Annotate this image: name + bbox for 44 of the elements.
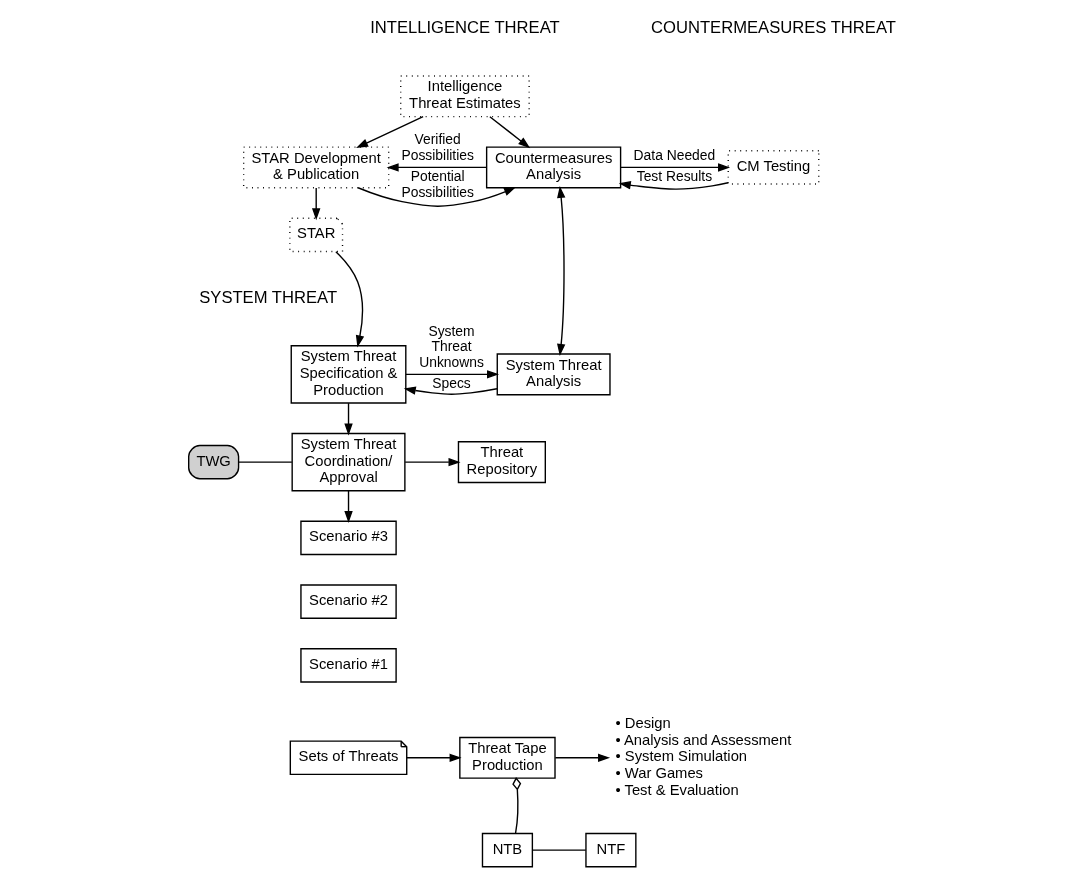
arrow: [619, 163, 730, 172]
connector: [511, 777, 521, 834]
arrow: [334, 250, 364, 348]
node-box: Scenario #1: [299, 648, 397, 683]
arrow: [343, 402, 353, 436]
arrow: [403, 457, 461, 467]
edge-label: System Threat Unknowns: [418, 322, 484, 370]
arrow: [386, 163, 487, 172]
node-box: NTB: [481, 832, 533, 868]
connector: [531, 849, 586, 851]
node-box: CM Testing: [727, 150, 819, 185]
edge-label: Verified Possibilities: [401, 131, 474, 164]
arrow: [311, 187, 320, 221]
arrow: [488, 116, 530, 149]
label: INTELLIGENCE THREAT: [369, 17, 560, 37]
edge-label: Data Needed: [633, 147, 715, 164]
arrow: [404, 370, 499, 379]
node-box: TWG: [187, 444, 239, 480]
arrow: [405, 753, 462, 762]
node-box: Threat Tape Production: [458, 736, 556, 779]
node-box: STAR Development & Publication: [242, 146, 389, 189]
arrow: [554, 753, 610, 762]
arrow: [356, 187, 516, 207]
node-box: System Threat Coordination/ Approval: [290, 432, 406, 492]
arrow: [556, 185, 565, 356]
node-box: Scenario #2: [299, 584, 397, 619]
node-box: Scenario #3: [299, 520, 397, 556]
node-box: Threat Repository: [457, 441, 546, 484]
edge-label: Specs: [431, 375, 471, 392]
node-text: • Design • Analysis and Assessment • System Simulation • War Games • Test & Evaluation: [615, 715, 791, 798]
node-box: NTF: [584, 832, 637, 868]
connector: [237, 461, 293, 463]
node-box: Countermeasures Analysis: [485, 146, 621, 189]
arrow: [403, 386, 498, 395]
node-box: System Threat Specification & Production: [290, 345, 406, 404]
arrow: [355, 116, 424, 148]
node-box: System Threat Analysis: [496, 353, 611, 396]
edge-label: Potential Possibilities: [401, 168, 474, 200]
label: SYSTEM THREAT: [198, 287, 337, 307]
arrow: [343, 490, 353, 524]
arrow: [618, 181, 729, 190]
label: COUNTERMEASURES THREAT: [650, 17, 896, 37]
edge-label: Test Results: [636, 168, 712, 185]
node-box: Intelligence Threat Estimates: [399, 75, 530, 118]
